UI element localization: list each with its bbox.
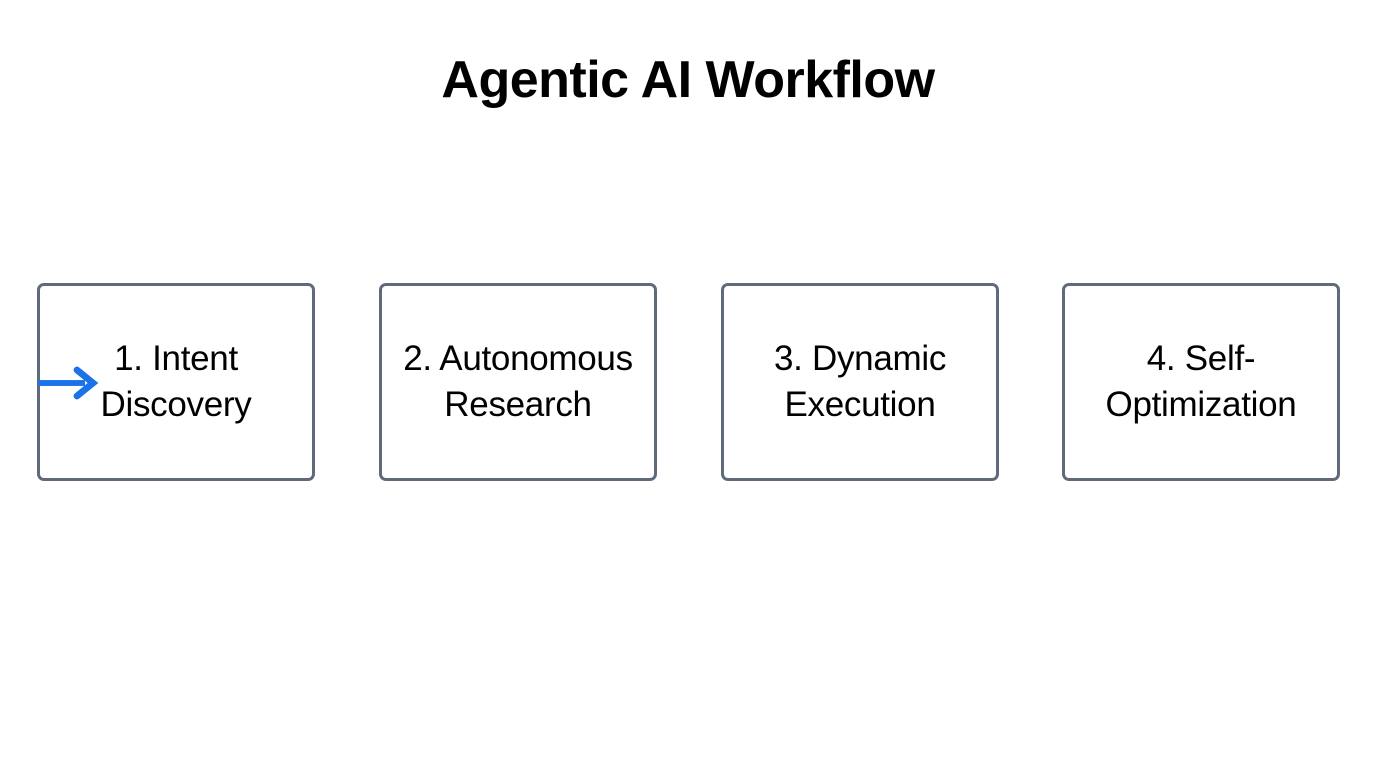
flow-node-label: 3. Dynamic Execution [773,338,947,424]
flow-node-self-optimization[interactable]: 4. Self-Optimization [1062,283,1340,481]
flow-node-label: 2. Autonomous Research [403,338,633,424]
flow-node-autonomous-research[interactable]: 2. Autonomous Research [379,283,657,481]
flow-node-dynamic-execution[interactable]: 3. Dynamic Execution [721,283,999,481]
page-title: Agentic AI Workflow [441,51,935,109]
flow-node-label: 4. Self-Optimization [1105,338,1297,424]
workflow-flow-row: 1. Intent Discovery 2. Autonomous Resear… [37,283,1340,483]
arrow-right-icon-3 [37,366,99,400]
flow-node-label: 1. Intent Discovery [100,338,252,424]
